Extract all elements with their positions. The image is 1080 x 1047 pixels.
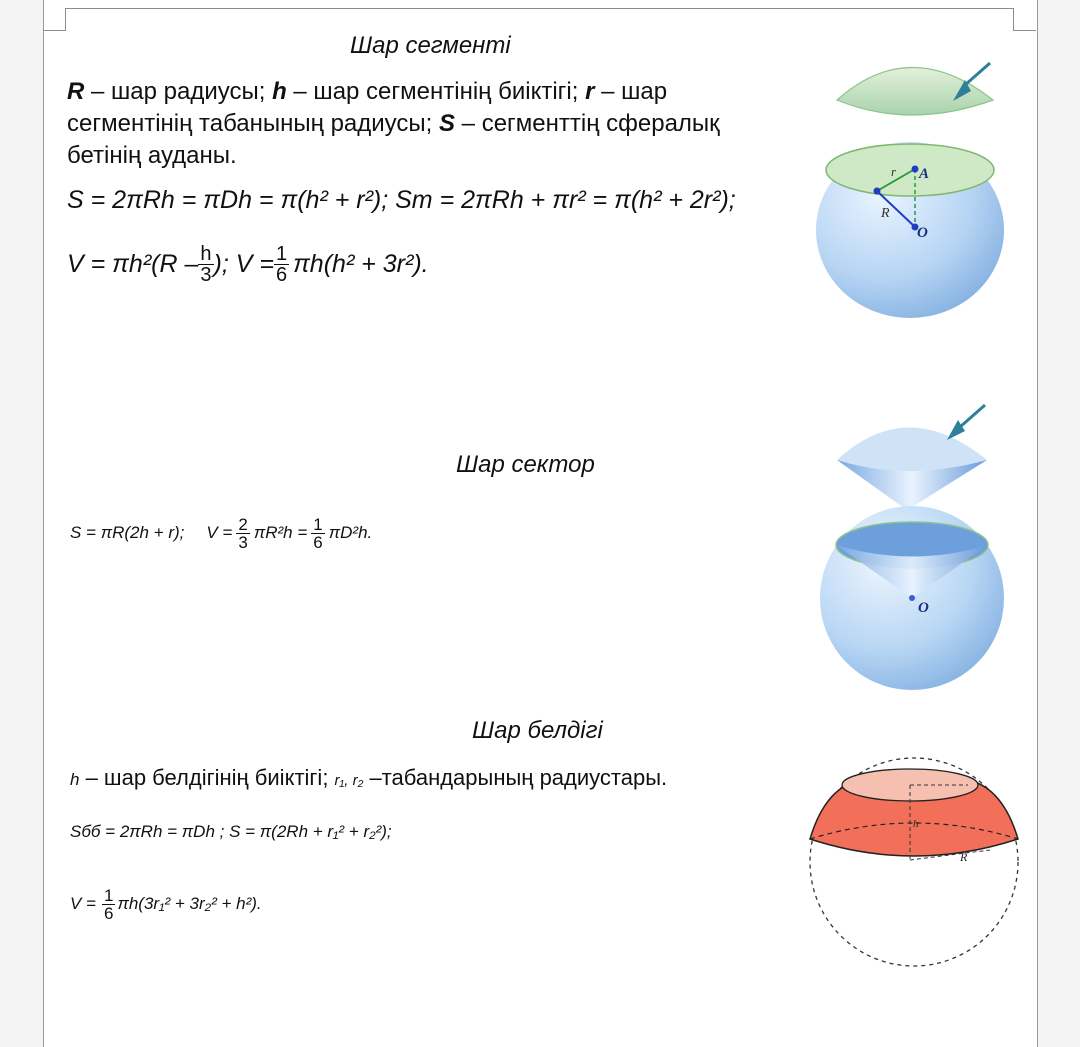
formula-part: ); V =: [213, 249, 274, 278]
formula-part: V =: [70, 894, 96, 913]
formula-part: πh(h² + 3r²).: [293, 249, 429, 278]
symbol-h: h: [70, 770, 80, 789]
segment-description-line3: бетінің ауданы.: [67, 142, 237, 169]
arrow-icon: [964, 61, 991, 87]
sector-cap: [837, 427, 987, 510]
symbol-r1-r2: r₁, r₂: [334, 772, 364, 789]
desc-text: –табандарының радиустары.: [363, 765, 668, 790]
radius-r-line: [876, 168, 916, 192]
desc-text: – сегменттің сфералық: [455, 110, 720, 137]
segment-title: Шар сегменті: [350, 32, 511, 59]
label-A: A: [918, 166, 929, 182]
formula-part: πD²h.: [328, 523, 373, 542]
formula-part: V =: [206, 523, 233, 542]
symbol-r: r: [585, 78, 595, 105]
sector-cone: [837, 460, 987, 510]
symbol-S: S: [439, 110, 456, 137]
arrow-head-icon: [947, 420, 965, 440]
arrow-icon: [959, 403, 986, 429]
zone-surface: [809, 778, 1019, 857]
desc-text: – шар радиусы;: [84, 78, 273, 105]
segment-description-line2: сегментінің табанының радиусы; S – сегме…: [67, 108, 720, 140]
lower-base-back: [809, 822, 1019, 840]
cone-cavity: [836, 545, 988, 598]
label-R: R: [880, 206, 890, 221]
segment-cap: [835, 66, 995, 116]
symbol-h: h: [272, 78, 287, 105]
label-O: O: [917, 225, 928, 241]
label-O: O: [918, 600, 929, 616]
point-A: [911, 165, 919, 173]
point-O: [911, 223, 919, 231]
point-O: [909, 595, 915, 601]
zone-description: h – шар белдігінің биіктігі; r₁, r₂ –таб…: [70, 765, 667, 791]
spherical-segment-figure: r A R O: [816, 61, 1004, 318]
formula-part: πR²h =: [253, 523, 308, 542]
zone-area-formula: Sбб = 2πRh = πDh ; S = π(2Rh + r₁² + r₂²…: [70, 822, 392, 841]
zone-title: Шар белдігі: [472, 717, 603, 744]
desc-text: – шар сегментінің биіктігі;: [286, 78, 586, 105]
symbol-R: R: [67, 78, 85, 105]
page-top-border: [65, 8, 1013, 9]
cut-plane: [825, 143, 995, 197]
desc-text: – шар белдігінің биіктігі;: [79, 765, 335, 790]
label-h: h: [913, 818, 919, 830]
desc-text: сегментінің табанының радиусы;: [67, 110, 439, 137]
page-corner-mark-right: [1013, 8, 1036, 31]
segment-area-formula: S = 2πRh = πDh = π(h² + r²); Sт = 2πRh +…: [67, 186, 736, 214]
formula-part: πh(3r₁² + 3r₂² + h²).: [117, 894, 262, 913]
point: [873, 187, 881, 195]
formula-part: V = πh²(R –: [67, 249, 199, 278]
spherical-zone-figure: h R: [809, 757, 1019, 967]
label-R: R: [959, 850, 968, 864]
segment-description-line1: R – шар радиусы; h – шар сегментінің биі…: [67, 76, 667, 108]
sector-title: Шар сектор: [456, 451, 595, 478]
desc-text: – шар: [594, 78, 668, 105]
spherical-sector-figure: O: [820, 403, 1004, 690]
sphere-outline: [809, 757, 1019, 967]
arrow-head-icon: [953, 80, 971, 101]
sector-area-formula: S = πR(2h + r);: [70, 523, 185, 542]
label-r: r: [891, 164, 897, 179]
radius-R-line: [876, 190, 916, 228]
page-corner-mark-left: [43, 8, 66, 31]
